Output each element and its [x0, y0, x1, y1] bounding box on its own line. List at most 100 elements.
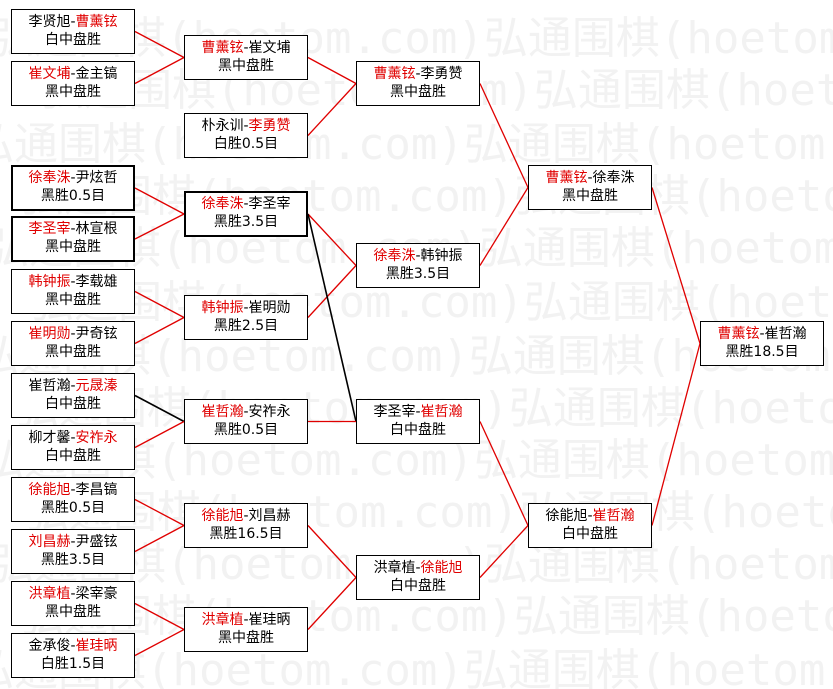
vs-dash: - — [415, 248, 421, 264]
match-players: 李贤旭-曹薰铉 — [12, 13, 134, 31]
vs-dash: - — [587, 170, 593, 186]
watermark-text: 弘通围棋(hoetom.com)弘通围棋(hoetom.com) — [0, 645, 833, 689]
player-white: 安祚永 — [75, 430, 118, 446]
player-black: 韩钟振 — [28, 274, 71, 290]
match-box-r2m6: 洪章植-崔珪昞黑中盘胜 — [184, 607, 308, 652]
match-box-r4m2: 徐能旭-崔哲瀚白中盘胜 — [528, 503, 652, 548]
vs-dash: - — [415, 66, 421, 82]
vs-dash: - — [70, 534, 76, 550]
match-players: 洪章植-梁宰豪 — [12, 585, 134, 603]
connector-r1m5-r2m2 — [134, 213, 185, 240]
watermark-text: 弘通围棋(hoetom.com)弘通围棋(hoetom.com) — [0, 119, 833, 170]
vs-dash: - — [243, 40, 249, 56]
match-players: 李圣宰-崔哲瀚 — [357, 403, 479, 421]
match-result: 黑中盘胜 — [218, 58, 274, 74]
player-black: 曹薰铉 — [717, 326, 760, 342]
vs-dash: - — [243, 300, 249, 316]
player-black: 刘昌赫 — [28, 534, 71, 550]
watermark-text: 弘通围棋(hoetom.com)弘通围棋(hoetom.com) — [20, 171, 833, 222]
vs-dash: - — [70, 66, 76, 82]
match-box-r1m1: 李贤旭-曹薰铉白中盘胜 — [11, 9, 135, 54]
match-result: 黑胜0.5目 — [40, 500, 106, 516]
player-white: 崔文埔 — [248, 40, 291, 56]
match-players: 韩钟振-李载雄 — [12, 273, 134, 291]
match-box-r1m8: 崔哲瀚-元晟溱白中盘胜 — [11, 373, 135, 418]
match-players: 徐奉洙-尹炫哲 — [13, 169, 133, 187]
match-players: 曹薰铉-徐奉洙 — [529, 169, 651, 187]
vs-dash: - — [70, 430, 76, 446]
match-result: 黑中盘胜 — [45, 84, 101, 100]
connector-r3m4-r4m2 — [479, 525, 529, 578]
match-result: 黑胜16.5目 — [209, 526, 283, 542]
connector-r3m3-r4m2 — [479, 421, 529, 526]
match-box-r1m5: 李圣宰-林宣根黑中盘胜 — [11, 216, 135, 262]
match-box-r2m1: 曹薰铉-崔文埔黑中盘胜 — [184, 35, 308, 80]
player-white: 崔哲瀚 — [592, 508, 635, 524]
player-white: 李圣宰 — [248, 196, 291, 212]
vs-dash: - — [415, 404, 421, 420]
match-result: 黑胜0.5目 — [40, 188, 106, 204]
match-box-r1m11: 刘昌赫-尹盛铉黑胜3.5目 — [11, 529, 135, 574]
match-box-r1m6: 韩钟振-李载雄黑中盘胜 — [11, 269, 135, 314]
connector-r1m4-r2m2 — [134, 187, 185, 215]
match-players: 洪章植-崔珪昞 — [185, 611, 307, 629]
connector-r4m2-final — [651, 343, 701, 526]
match-result: 白中盘胜 — [562, 526, 618, 542]
match-result: 白中盘胜 — [45, 448, 101, 464]
match-result: 白中盘胜 — [390, 578, 446, 594]
connector-r1m13-r2m6 — [134, 628, 185, 657]
connector-r3m1-r4m1 — [479, 83, 529, 188]
match-box-r3m4: 洪章植-徐能旭白中盘胜 — [356, 555, 480, 600]
player-white: 梁宰豪 — [75, 586, 118, 602]
connector-r1m11-r2m5 — [134, 524, 185, 553]
match-players: 柳才馨-安祚永 — [12, 429, 134, 447]
match-box-r1m2: 崔文埔-金主镐黑中盘胜 — [11, 61, 135, 106]
connector-r1m7-r2m3 — [134, 316, 185, 345]
vs-dash: - — [587, 508, 593, 524]
match-players: 徐奉洙-韩钟振 — [357, 247, 479, 265]
player-black: 朴永训 — [201, 118, 244, 134]
player-black: 徐奉洙 — [28, 170, 71, 186]
player-white: 崔珪昞 — [75, 638, 118, 654]
player-white: 刘昌赫 — [248, 508, 291, 524]
match-box-r1m10: 徐能旭-李昌镐黑胜0.5目 — [11, 477, 135, 522]
player-white: 李勇赞 — [248, 118, 291, 134]
match-box-r2m2: 徐奉洙-李圣宰黑胜3.5目 — [184, 191, 308, 237]
player-black: 徐奉洙 — [201, 196, 244, 212]
match-result: 黑中盘胜 — [45, 239, 101, 255]
player-black: 金承俊 — [28, 638, 71, 654]
match-players: 刘昌赫-尹盛铉 — [12, 533, 134, 551]
match-result: 白胜1.5目 — [40, 656, 106, 672]
vs-dash: - — [70, 586, 76, 602]
player-white: 李勇赞 — [420, 66, 463, 82]
match-players: 崔文埔-金主镐 — [12, 65, 134, 83]
match-result: 黑中盘胜 — [45, 604, 101, 620]
player-white: 崔明勋 — [248, 300, 291, 316]
connector-r1m12-r2m6 — [134, 602, 185, 631]
player-black: 洪章植 — [201, 612, 244, 628]
connector-r1m1-r2m1 — [134, 30, 185, 59]
match-result: 黑中盘胜 — [562, 188, 618, 204]
match-result: 白胜0.5目 — [213, 136, 279, 152]
vs-dash: - — [70, 326, 76, 342]
player-black: 李圣宰 — [373, 404, 416, 420]
connector-r2m6-r3m4 — [307, 577, 357, 630]
vs-dash: - — [70, 638, 76, 654]
player-black: 崔哲瀚 — [28, 378, 71, 394]
player-black: 洪章植 — [28, 586, 71, 602]
player-black: 徐能旭 — [201, 508, 244, 524]
match-box-final: 曹薰铉-崔哲瀚黑胜18.5目 — [700, 321, 824, 366]
match-box-r1m4: 徐奉洙-尹炫哲黑胜0.5目 — [11, 165, 135, 211]
match-result: 黑中盘胜 — [45, 292, 101, 308]
match-players: 崔哲瀚-元晟溱 — [12, 377, 134, 395]
match-result: 白中盘胜 — [390, 422, 446, 438]
match-result: 黑胜2.5目 — [213, 318, 279, 334]
match-box-r2m5: 徐能旭-刘昌赫黑胜16.5目 — [184, 503, 308, 548]
player-white: 曹薰铉 — [75, 14, 118, 30]
player-white: 林宣根 — [75, 221, 118, 237]
player-black: 洪章植 — [373, 560, 416, 576]
match-box-r2m3: 韩钟振-崔明勋黑胜2.5目 — [184, 295, 308, 340]
match-players: 金承俊-崔珪昞 — [12, 637, 134, 655]
